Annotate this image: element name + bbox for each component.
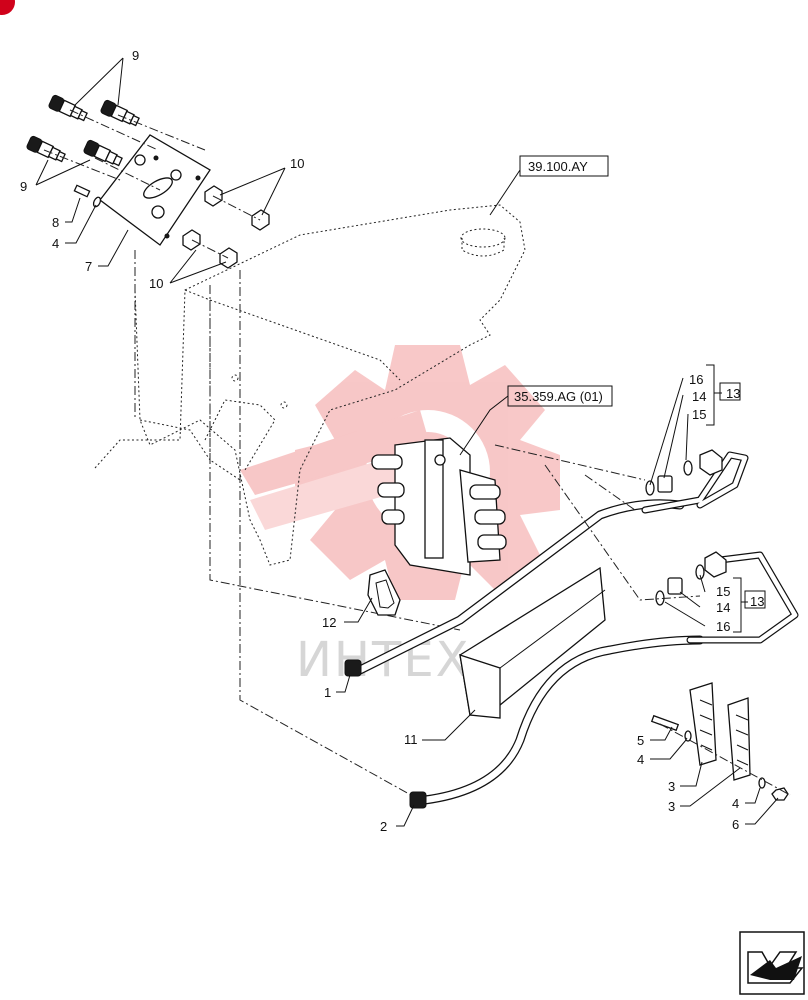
next-page-arrow-icon[interactable] <box>739 931 805 995</box>
callout-1: 1 <box>324 685 331 700</box>
callout-15-upper: 15 <box>692 407 706 422</box>
nut-10 <box>182 185 270 269</box>
seal-12 <box>367 569 401 616</box>
bolt-8-washer-4 <box>73 184 102 208</box>
callout-13-upper: 13 <box>726 386 740 401</box>
control-valve <box>371 437 507 576</box>
callout-11: 11 <box>404 732 418 747</box>
hose-clamp-3 <box>689 682 751 781</box>
reference-valve-box[interactable]: 35.359.AG (01) <box>507 385 613 407</box>
callout-9-left: 9 <box>20 179 27 194</box>
callout-14-lower: 14 <box>716 600 730 615</box>
callout-3-lower: 3 <box>668 799 675 814</box>
callout-3-upper: 3 <box>668 779 675 794</box>
coupler-plate <box>99 134 211 246</box>
fitting-set-lower <box>655 564 705 606</box>
callout-6: 6 <box>732 817 739 832</box>
callout-16-lower: 16 <box>716 619 730 634</box>
alignment-lines-fittings <box>494 444 791 796</box>
hose-sleeve-11 <box>459 566 606 719</box>
callout-10-top: 10 <box>290 156 304 171</box>
callout-5: 5 <box>637 733 644 748</box>
quick-coupler-9 <box>26 94 140 167</box>
group-box-13-upper <box>719 382 741 401</box>
reference-frame-box[interactable]: 39.100.AY <box>519 155 609 177</box>
reference-frame-label[interactable]: 39.100.AY <box>528 159 588 174</box>
callout-labels: 9 9 10 10 8 4 7 16 14 15 13 15 14 16 13 … <box>20 48 764 834</box>
callout-2: 2 <box>380 819 387 834</box>
callout-12: 12 <box>322 615 336 630</box>
callout-4-mid: 4 <box>637 752 644 767</box>
callout-15-lower: 15 <box>716 584 730 599</box>
seal-12-inner <box>375 579 395 609</box>
alignment-lines-top <box>43 109 261 259</box>
corner-badge-icon <box>0 0 15 15</box>
hose-2 <box>409 635 705 809</box>
group-box-13-lower <box>744 590 766 609</box>
callout-4-right: 4 <box>732 796 739 811</box>
fitting-set-upper <box>645 460 693 496</box>
steel-tubes <box>641 449 799 644</box>
callout-7: 7 <box>85 259 92 274</box>
frame-outline <box>94 204 526 566</box>
callout-14-upper: 14 <box>692 389 706 404</box>
leader-lines <box>35 57 779 827</box>
callout-10-bottom: 10 <box>149 276 163 291</box>
callout-8: 8 <box>52 215 59 230</box>
hose-1 <box>344 499 685 677</box>
callout-9-top: 9 <box>132 48 139 63</box>
reference-valve-label[interactable]: 35.359.AG (01) <box>514 389 603 404</box>
callout-13-lower: 13 <box>750 594 764 609</box>
callout-16-upper: 16 <box>689 372 703 387</box>
callout-4-top: 4 <box>52 236 59 251</box>
